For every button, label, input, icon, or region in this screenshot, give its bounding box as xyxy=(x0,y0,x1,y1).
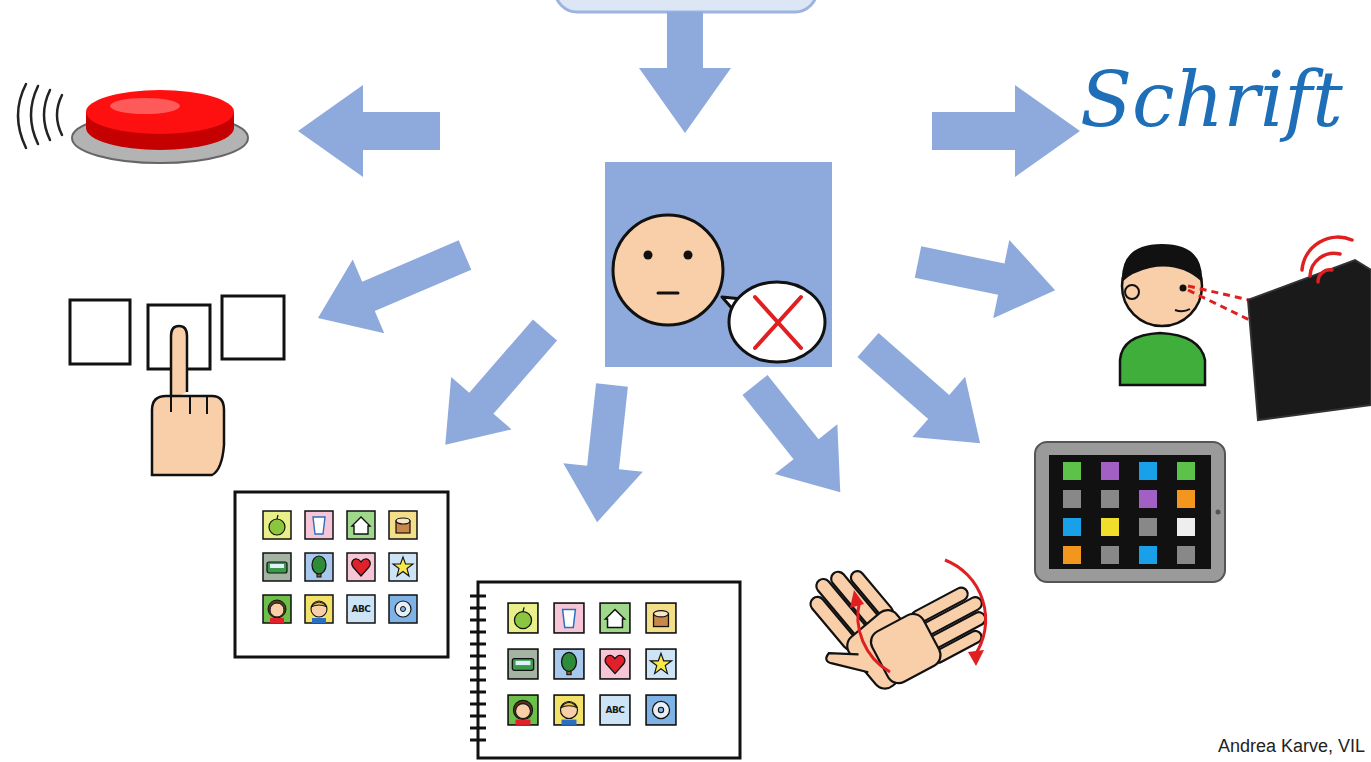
choice-cards-icon xyxy=(70,296,284,475)
buzzer-icon xyxy=(18,84,248,163)
arrow xyxy=(557,381,651,527)
writing-label: Schrift xyxy=(1080,62,1343,138)
tablet-icon xyxy=(1035,442,1225,582)
arrow xyxy=(302,218,481,355)
arrow xyxy=(910,223,1063,330)
no-speech-icon xyxy=(605,162,832,367)
arrow xyxy=(842,315,1007,473)
arrows xyxy=(298,12,1080,527)
credit-note: Andrea Karve, VIL xyxy=(1218,736,1365,758)
pictogram-letters: ABC xyxy=(347,595,375,623)
arrow xyxy=(639,12,731,133)
pictogram-letters: ABC xyxy=(600,695,630,725)
arrow xyxy=(724,360,872,517)
arrow xyxy=(298,85,440,177)
communication-board xyxy=(235,492,448,657)
arrow xyxy=(415,304,575,471)
sign-language-icon xyxy=(784,556,998,708)
top-box xyxy=(555,0,817,12)
communication-book xyxy=(470,582,740,758)
arrow xyxy=(932,85,1080,177)
eye-gaze-icon xyxy=(1120,237,1371,420)
